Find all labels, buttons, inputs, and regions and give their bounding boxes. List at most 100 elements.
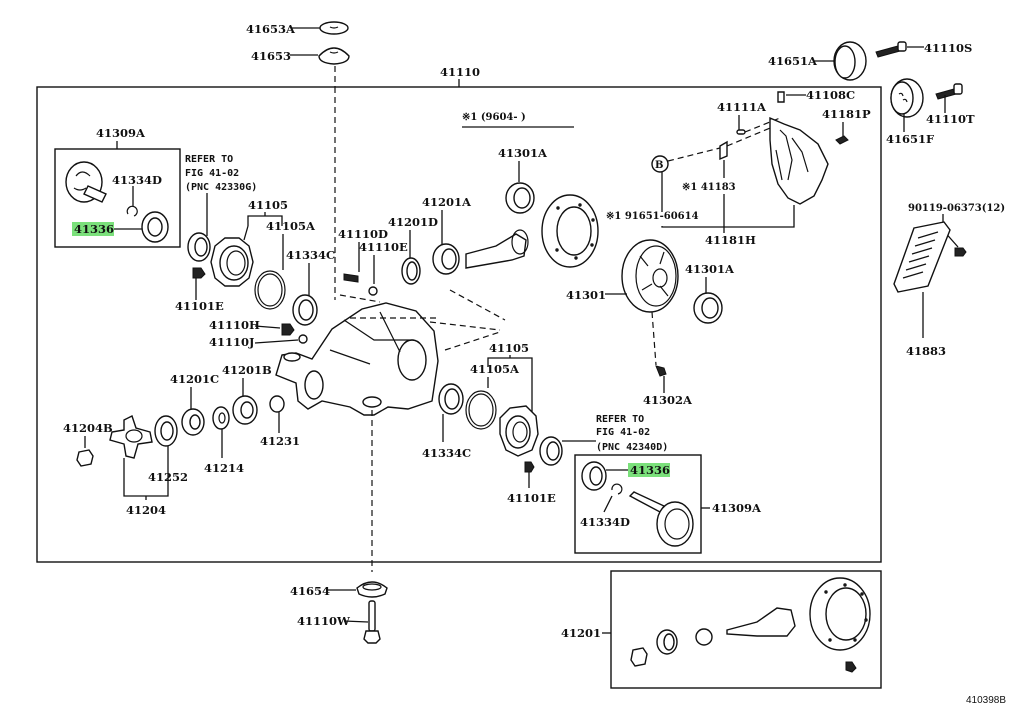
part-label-41110W[interactable]: 41110W bbox=[297, 614, 351, 628]
part-label-41101E-bot[interactable]: 41101E bbox=[507, 491, 556, 505]
part-label-41334D-bot[interactable]: 41334D bbox=[580, 515, 630, 529]
bolt-41101E-bot-icon bbox=[524, 461, 535, 473]
cushion-41653-icon bbox=[318, 47, 350, 65]
diff-case-41301-icon bbox=[621, 239, 679, 313]
snap-ring-41334D-bot-icon bbox=[611, 483, 623, 495]
part-label-41302A[interactable]: 41302A bbox=[643, 393, 693, 407]
part-label-41201[interactable]: 41201 bbox=[561, 626, 601, 640]
part-label-41201C[interactable]: 41201C bbox=[170, 372, 219, 386]
part-label-41181H[interactable]: 41181H bbox=[705, 233, 756, 247]
highlight-41336-top bbox=[72, 222, 114, 236]
refer-note-top-line1: REFER TO bbox=[185, 154, 233, 165]
bolt-41110S-icon bbox=[875, 45, 901, 58]
part-label-41334C-bot[interactable]: 41334C bbox=[422, 446, 471, 460]
breather-41108C-icon bbox=[777, 91, 785, 103]
o-ring-41105A-top-icon bbox=[254, 270, 286, 310]
nut-41201-icon bbox=[630, 647, 648, 667]
refer-note-bot-line1: REFER TO bbox=[596, 414, 644, 425]
reference-circle-b-label: B bbox=[655, 160, 663, 171]
part-label-41105-bot[interactable]: 41105 bbox=[489, 341, 529, 355]
bolt-ring-gear-icon bbox=[845, 661, 857, 673]
part-label-41336-top[interactable]: 41336 bbox=[74, 222, 114, 236]
part-label-41301A-top[interactable]: 41301A bbox=[498, 146, 548, 160]
bolt-41101E-top-icon bbox=[192, 267, 206, 279]
part-label-41110[interactable]: 41110 bbox=[440, 65, 480, 79]
part-label-41883[interactable]: 41883 bbox=[906, 344, 946, 358]
part-label-41301[interactable]: 41301 bbox=[566, 288, 606, 302]
refer-note-top-line2: FIG 41-02 bbox=[185, 168, 239, 179]
bolt-41302A-icon bbox=[655, 365, 667, 377]
reference-circle-b bbox=[651, 155, 669, 173]
bearing-cone-41201-icon bbox=[695, 628, 713, 646]
part-label-41101E-top[interactable]: 41101E bbox=[175, 299, 224, 313]
part-label-41201D[interactable]: 41201D bbox=[388, 215, 438, 229]
part-label-41204B[interactable]: 41204B bbox=[63, 421, 113, 435]
part-label-41654[interactable]: 41654 bbox=[290, 584, 330, 598]
plug-41110H-icon bbox=[281, 323, 295, 336]
o-ring-41105A-bot-icon bbox=[465, 390, 497, 430]
part-label-91651-60614[interactable]: ※1 91651-60614 bbox=[606, 211, 699, 222]
part-label-90119-06373[interactable]: 90119-06373(12) bbox=[908, 203, 1005, 214]
part-label-41111A[interactable]: 41111A bbox=[717, 100, 767, 114]
washer-41214-icon bbox=[212, 406, 230, 430]
part-label-41651A[interactable]: 41651A bbox=[768, 54, 818, 68]
note-header: ※1 (9604- ) bbox=[462, 112, 526, 123]
plug-41110D-icon bbox=[343, 273, 359, 283]
part-label-41105A-bot[interactable]: 41105A bbox=[470, 362, 520, 376]
part-label-41653A[interactable]: 41653A bbox=[246, 22, 296, 36]
part-label-41110S[interactable]: 41110S bbox=[924, 41, 972, 55]
dashed-guide-b bbox=[667, 147, 721, 162]
part-label-41105-top[interactable]: 41105 bbox=[248, 198, 288, 212]
part-label-41110E[interactable]: 41110E bbox=[359, 240, 408, 254]
subassembly-box-41309A-bot bbox=[574, 454, 702, 554]
part-label-41231[interactable]: 41231 bbox=[260, 434, 300, 448]
subassembly-box-41201 bbox=[610, 570, 882, 689]
part-label-41301A-mid[interactable]: 41301A bbox=[685, 262, 735, 276]
companion-flange-41204-icon bbox=[109, 415, 153, 459]
plate-41183-icon bbox=[719, 140, 728, 161]
part-label-41309A-top[interactable]: 41309A bbox=[96, 126, 146, 140]
part-label-41181P[interactable]: 41181P bbox=[822, 107, 871, 121]
part-label-41110H[interactable]: 41110H bbox=[209, 318, 260, 332]
part-label-41110T[interactable]: 41110T bbox=[926, 112, 975, 126]
nut-41204B-icon bbox=[76, 449, 94, 467]
part-label-41651F[interactable]: 41651F bbox=[886, 132, 935, 146]
bolt-41181P-icon bbox=[835, 135, 849, 145]
refer-note-top-line3: (PNC 42330G) bbox=[185, 182, 257, 193]
pinion-41201-icon bbox=[726, 607, 796, 637]
dashed-guide-41302A bbox=[651, 311, 657, 366]
snap-ring-41334D-top-icon bbox=[126, 205, 138, 217]
part-label-41334C-top[interactable]: 41334C bbox=[286, 248, 335, 262]
assembly-frame-41110 bbox=[36, 86, 882, 563]
dashed-guide-housing-top bbox=[339, 294, 381, 303]
flange-41309A-bot-icon bbox=[628, 491, 666, 513]
diagram-code: 410398B bbox=[966, 695, 1006, 706]
part-label-41110D[interactable]: 41110D bbox=[338, 227, 388, 241]
gasket-41110E-icon bbox=[368, 286, 378, 296]
bolt-90119-icon bbox=[954, 247, 967, 257]
pan-41883-icon bbox=[893, 221, 951, 293]
bolt-41110T-icon bbox=[935, 88, 957, 100]
highlight-41336-bot bbox=[628, 463, 670, 477]
part-label-41204[interactable]: 41204 bbox=[126, 503, 166, 517]
part-label-41201B[interactable]: 41201B bbox=[222, 363, 272, 377]
part-label-41214[interactable]: 41214 bbox=[204, 461, 244, 475]
gasket-41110J-icon bbox=[298, 334, 308, 344]
part-label-41105A-top[interactable]: 41105A bbox=[266, 219, 316, 233]
part-label-41110J[interactable]: 41110J bbox=[209, 335, 254, 349]
refer-note-bot-line3: (PNC 42340D) bbox=[596, 442, 668, 453]
part-label-41108C[interactable]: 41108C bbox=[806, 88, 855, 102]
part-label-41183[interactable]: ※1 41183 bbox=[682, 182, 736, 193]
part-label-41201A[interactable]: 41201A bbox=[422, 195, 472, 209]
diff-cover-icon bbox=[769, 116, 829, 205]
spacer-41231-icon bbox=[269, 395, 285, 413]
part-label-41653[interactable]: 41653 bbox=[251, 49, 291, 63]
part-label-41252[interactable]: 41252 bbox=[148, 470, 188, 484]
pinion-shaft-icon bbox=[465, 233, 527, 269]
part-label-41336-bot[interactable]: 41336 bbox=[630, 463, 670, 477]
part-label-41309A-bot[interactable]: 41309A bbox=[712, 501, 762, 515]
part-label-41334D-top[interactable]: 41334D bbox=[112, 173, 162, 187]
subassembly-box-41309A-top bbox=[54, 148, 181, 248]
bolt-41110W-icon bbox=[368, 600, 376, 632]
